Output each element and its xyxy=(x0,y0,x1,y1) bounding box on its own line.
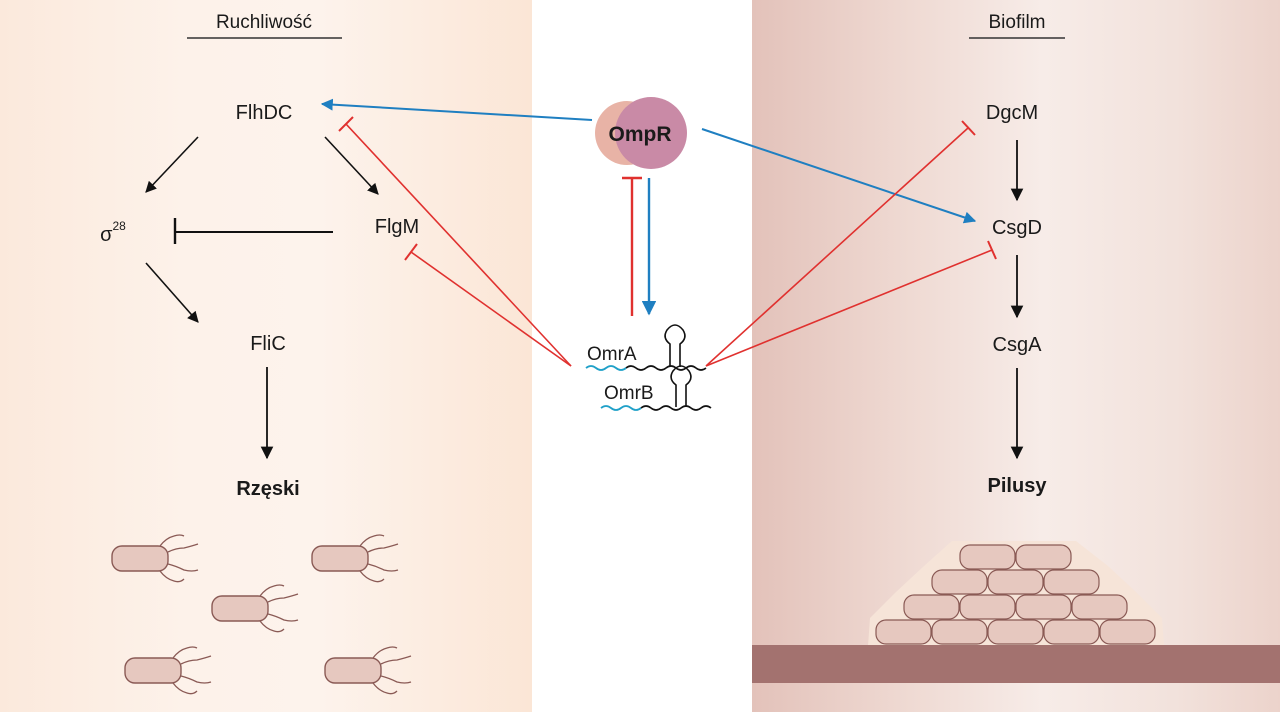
flagellum xyxy=(259,620,285,633)
motility-header: Ruchliwość xyxy=(216,12,312,33)
node-flic: FliC xyxy=(250,333,286,355)
arrow-flhdc-to-sigma xyxy=(145,136,199,193)
omra-seed-region xyxy=(585,365,627,371)
motility-panel xyxy=(0,0,532,712)
biofilm-cell xyxy=(959,544,1016,570)
ompr-front-circle xyxy=(615,97,687,169)
biofilm-cell xyxy=(1015,544,1072,570)
flagellum xyxy=(159,570,185,583)
biofilm-cell xyxy=(875,619,932,645)
flagellum xyxy=(159,534,185,547)
flagellum xyxy=(367,543,399,553)
omra-label: OmrA xyxy=(587,344,637,365)
flagellum xyxy=(380,675,412,684)
biofilm-cell xyxy=(903,594,960,620)
repression-omrab-to-flhdc xyxy=(338,116,572,367)
repression-omrab-to-ompr xyxy=(622,176,642,316)
flagellum xyxy=(367,563,399,572)
biofilm-cell xyxy=(1043,569,1100,595)
biofilm-cell xyxy=(1043,619,1100,645)
arrow-flhdc-to-flgm xyxy=(324,136,379,195)
sigma-symbol: σ xyxy=(100,224,113,246)
node-dgcm: DgcM xyxy=(986,102,1038,124)
biofilm-cell xyxy=(931,619,988,645)
biofilm-cell-stack xyxy=(868,541,1164,646)
repression-omrab-to-flgm xyxy=(404,243,572,367)
node-csga: CsgA xyxy=(993,334,1043,356)
repression-omrab-to-dgcm xyxy=(705,120,976,367)
biofilm-cell xyxy=(959,594,1016,620)
biofilm-cell xyxy=(987,569,1044,595)
node-csgd: CsgD xyxy=(992,217,1042,239)
flagellum xyxy=(172,682,198,695)
bacterium-icon xyxy=(324,646,412,695)
biofilm-cell xyxy=(1071,594,1128,620)
attachment-surface xyxy=(752,645,1280,683)
biofilm-cell xyxy=(1099,619,1156,645)
flagellum xyxy=(359,534,385,547)
srna-omrb: OmrB xyxy=(600,365,712,411)
node-sigma28: σ28 xyxy=(100,219,126,246)
flagellum xyxy=(359,570,385,583)
bacterium-icon xyxy=(211,584,299,633)
flagellum xyxy=(167,543,199,553)
flagellum xyxy=(372,682,398,695)
omrb-stem-loop-icon xyxy=(670,365,692,407)
ompr-node: OmpR xyxy=(595,97,687,169)
biofilm-header: Biofilm xyxy=(988,12,1045,33)
omrb-rna-strand xyxy=(640,405,712,411)
repression-flgm-to-sigma xyxy=(173,218,333,244)
flagellum xyxy=(259,584,285,597)
flagellum xyxy=(167,563,199,572)
omra-stem-loop-icon xyxy=(664,324,686,367)
flagellum xyxy=(180,675,212,684)
activation-ompr-to-flhdc xyxy=(320,98,593,121)
node-pili: Pilusy xyxy=(988,475,1048,497)
omra-rna-strand xyxy=(625,365,707,371)
bacterium-icon xyxy=(124,646,212,695)
node-flgm: FlgM xyxy=(375,216,419,238)
flagellum xyxy=(180,655,212,665)
biofilm-cell xyxy=(931,569,988,595)
arrow-sigma-to-flic xyxy=(145,262,199,323)
activation-ompr-to-csgd xyxy=(701,128,977,224)
flagellum xyxy=(380,655,412,665)
biofilm-cell xyxy=(987,619,1044,645)
bacterium-icon xyxy=(311,534,399,583)
flagellum xyxy=(172,646,198,659)
flagellum xyxy=(372,646,398,659)
srna-omra: OmrA xyxy=(585,324,707,371)
omrb-seed-region xyxy=(600,405,642,411)
ompr-label: OmpR xyxy=(609,123,672,146)
omrb-label: OmrB xyxy=(604,383,654,404)
bacterium-icon xyxy=(111,534,199,583)
node-flagella: Rzęski xyxy=(236,478,299,500)
flagellum xyxy=(267,613,299,622)
sigma-superscript: 28 xyxy=(112,219,126,233)
flagellum xyxy=(267,593,299,603)
flagellated-bacteria-group xyxy=(111,534,412,695)
node-flhdc: FlhDC xyxy=(236,102,293,124)
repression-omrab-to-csgd xyxy=(705,240,997,367)
biofilm-cell xyxy=(1015,594,1072,620)
